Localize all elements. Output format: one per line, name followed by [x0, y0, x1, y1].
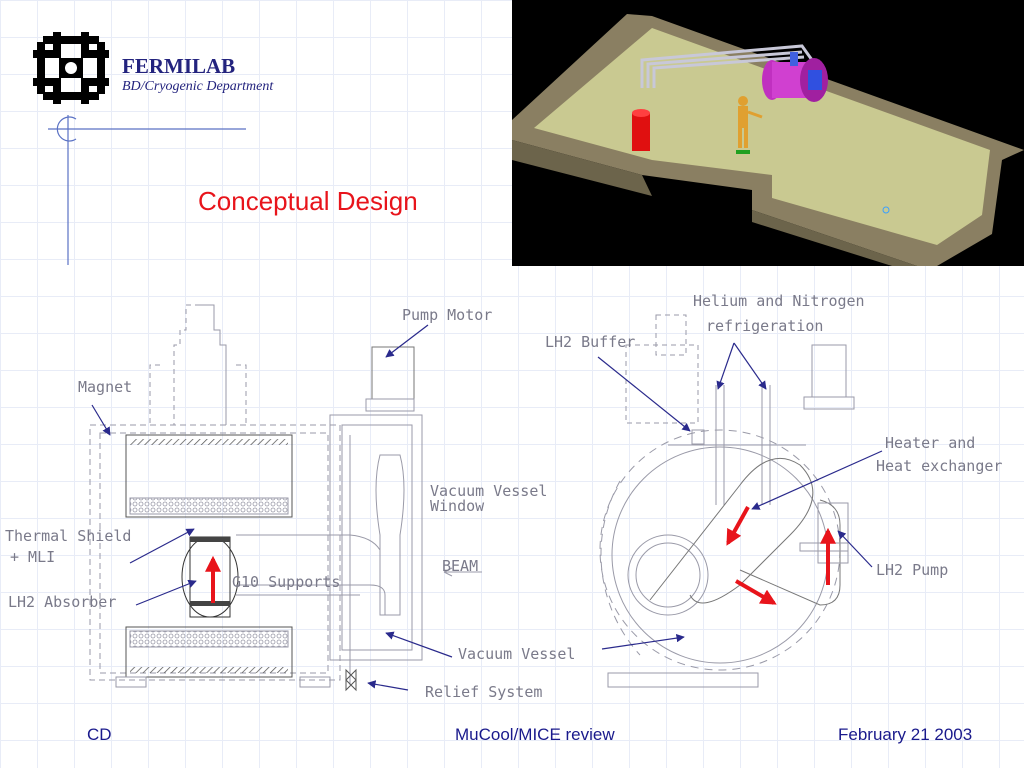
label-vacuum-window-line2: Window	[430, 497, 485, 515]
decorative-crosshair	[48, 115, 246, 265]
cryostat-technical-drawing: Pump Motor LH2 Buffer Helium and Nitroge…	[5, 292, 1002, 701]
label-magnet: Magnet	[78, 378, 132, 396]
footer-date: February 21 2003	[838, 725, 973, 744]
label-lh2-buffer: LH2 Buffer	[545, 333, 635, 351]
label-g10-supports: G10 Supports	[232, 573, 340, 591]
department-name: BD/Cryogenic Department	[122, 79, 274, 94]
3d-hall-render	[512, 0, 1024, 266]
footer-center: MuCool/MICE review	[455, 725, 615, 744]
fermilab-logo	[33, 32, 109, 104]
left-section-view	[89, 304, 423, 692]
footer-left: CD	[87, 725, 112, 744]
label-heater-line2: Heat exchanger	[876, 457, 1002, 475]
label-thermal-shield-line2: + MLI	[10, 548, 55, 566]
right-section-view	[599, 314, 855, 688]
label-lh2-pump: LH2 Pump	[876, 561, 948, 579]
label-vacuum-window-line1: Vacuum Vessel	[430, 482, 547, 500]
label-helium-nitrogen-line2: refrigeration	[706, 317, 823, 335]
label-helium-nitrogen-line1: Helium and Nitrogen	[693, 292, 865, 310]
label-lh2-absorber: LH2 Absorber	[8, 593, 116, 611]
label-heater-line1: Heater and	[885, 434, 975, 452]
label-thermal-shield-line1: Thermal Shield	[5, 527, 131, 545]
label-pump-motor: Pump Motor	[402, 306, 492, 324]
slide-title: Conceptual Design	[198, 186, 418, 216]
label-beam: BEAM	[442, 557, 478, 575]
org-name: FERMILAB	[122, 54, 236, 78]
label-relief-system: Relief System	[425, 683, 542, 701]
label-vacuum-vessel: Vacuum Vessel	[458, 645, 575, 663]
